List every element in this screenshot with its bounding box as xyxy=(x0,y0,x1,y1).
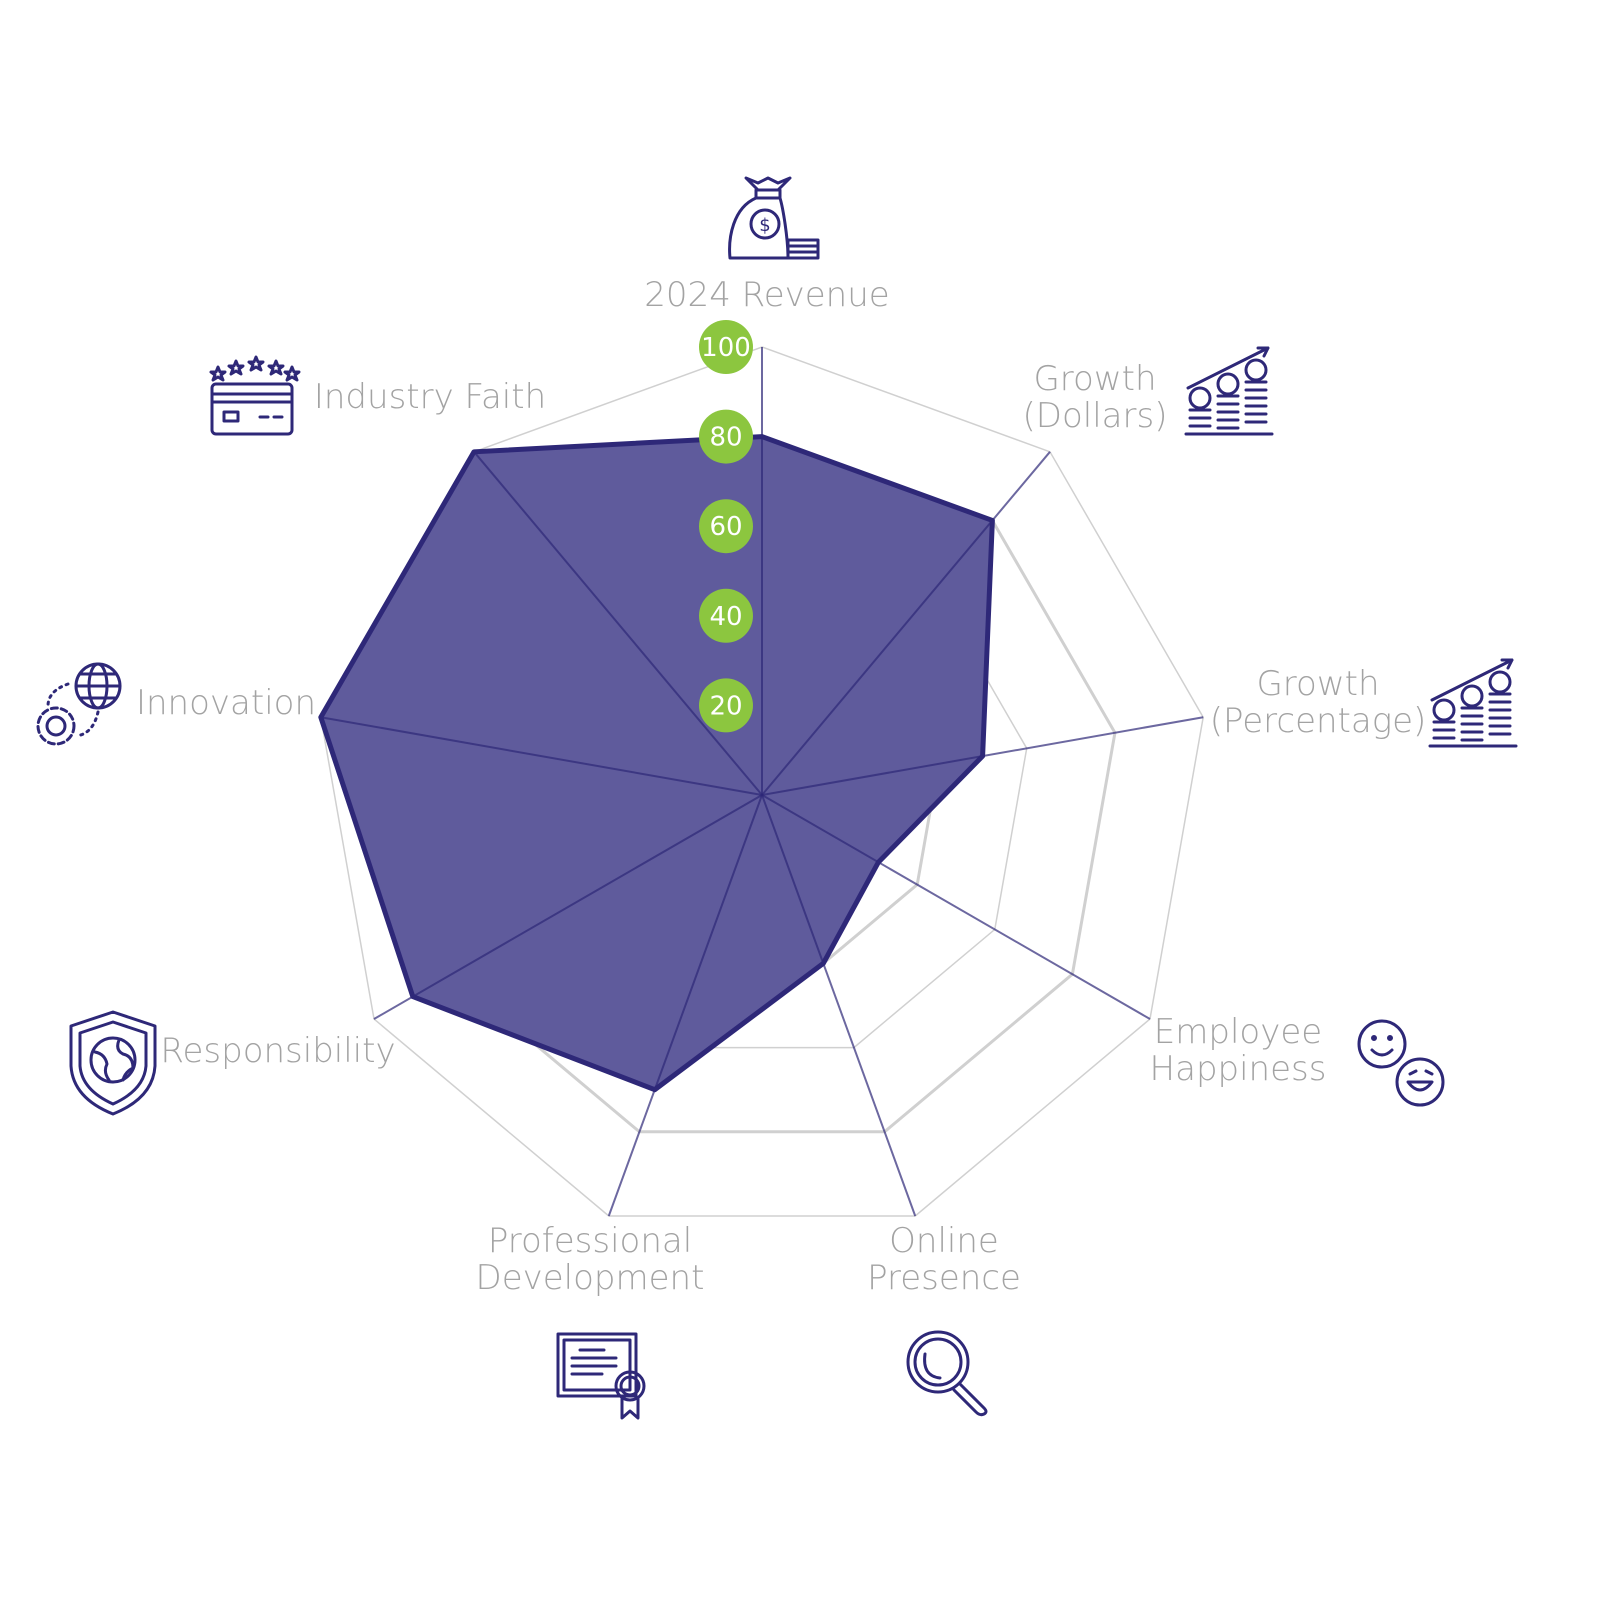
coin-stacks-growth-icon xyxy=(1428,658,1518,748)
data-point xyxy=(472,449,477,454)
radar-labels: 2024 RevenueGrowth(Dollars)Growth(Percen… xyxy=(136,275,1426,1298)
magnifier-icon xyxy=(906,1330,988,1417)
certificate-icon xyxy=(556,1332,646,1420)
coin-stacks-growth-icon xyxy=(1184,346,1274,436)
axis-label: Happiness xyxy=(1150,1049,1327,1089)
axis-line xyxy=(473,451,763,796)
axis-label: 2024 Revenue xyxy=(644,275,889,315)
data-point xyxy=(410,994,415,999)
tick-label: 20 xyxy=(709,691,742,721)
data-point xyxy=(876,860,881,865)
tick-label: 60 xyxy=(709,512,742,542)
globe-gear-icon xyxy=(36,662,122,746)
tick-badge xyxy=(699,588,753,643)
tick-label: 40 xyxy=(709,602,742,632)
axis-label: Responsibility xyxy=(160,1031,395,1071)
axis-label: Innovation xyxy=(136,683,316,723)
axis-label: Professional xyxy=(488,1221,692,1261)
radar-icons: $ xyxy=(36,176,1518,1420)
axis-line xyxy=(761,794,917,1217)
axis-label: Industry Faith xyxy=(314,377,546,417)
radar-axes xyxy=(318,347,1204,1217)
tick-badge xyxy=(699,678,753,733)
tick-badge xyxy=(699,409,753,464)
axis-line xyxy=(320,716,763,796)
svg-text:$: $ xyxy=(759,215,770,236)
series-outline xyxy=(318,434,995,1093)
axis-line xyxy=(373,794,763,1020)
axis-label: Online xyxy=(889,1221,999,1261)
tick-badge xyxy=(699,320,753,374)
axis-line xyxy=(761,451,1051,796)
radar-ticks: 20 40 60 80 100 xyxy=(699,320,753,733)
radar-series xyxy=(320,436,993,1090)
tick-badge xyxy=(699,499,753,554)
data-point xyxy=(318,715,323,720)
credit-card-stars-icon xyxy=(209,355,301,436)
axis-label: (Percentage) xyxy=(1210,701,1427,741)
money-bag-icon: $ xyxy=(728,176,820,260)
axis-line xyxy=(761,794,1151,1020)
data-point xyxy=(760,434,764,439)
series-area xyxy=(320,436,993,1090)
axis-label: Employee xyxy=(1154,1012,1322,1052)
data-point xyxy=(821,961,826,966)
axis-line xyxy=(607,794,763,1217)
axis-label: Development xyxy=(476,1258,705,1298)
tick-label: 80 xyxy=(709,423,742,453)
data-point xyxy=(652,1087,657,1092)
axis-label: Presence xyxy=(867,1258,1021,1298)
axis-label: Growth xyxy=(1256,664,1379,704)
shield-globe-icon xyxy=(69,1010,157,1116)
axis-label: Growth xyxy=(1033,359,1156,399)
data-point xyxy=(980,754,985,759)
axis-label: (Dollars) xyxy=(1023,396,1168,436)
data-point xyxy=(990,518,995,523)
smiley-faces-icon xyxy=(1357,1019,1445,1107)
tick-label: 100 xyxy=(701,333,751,363)
